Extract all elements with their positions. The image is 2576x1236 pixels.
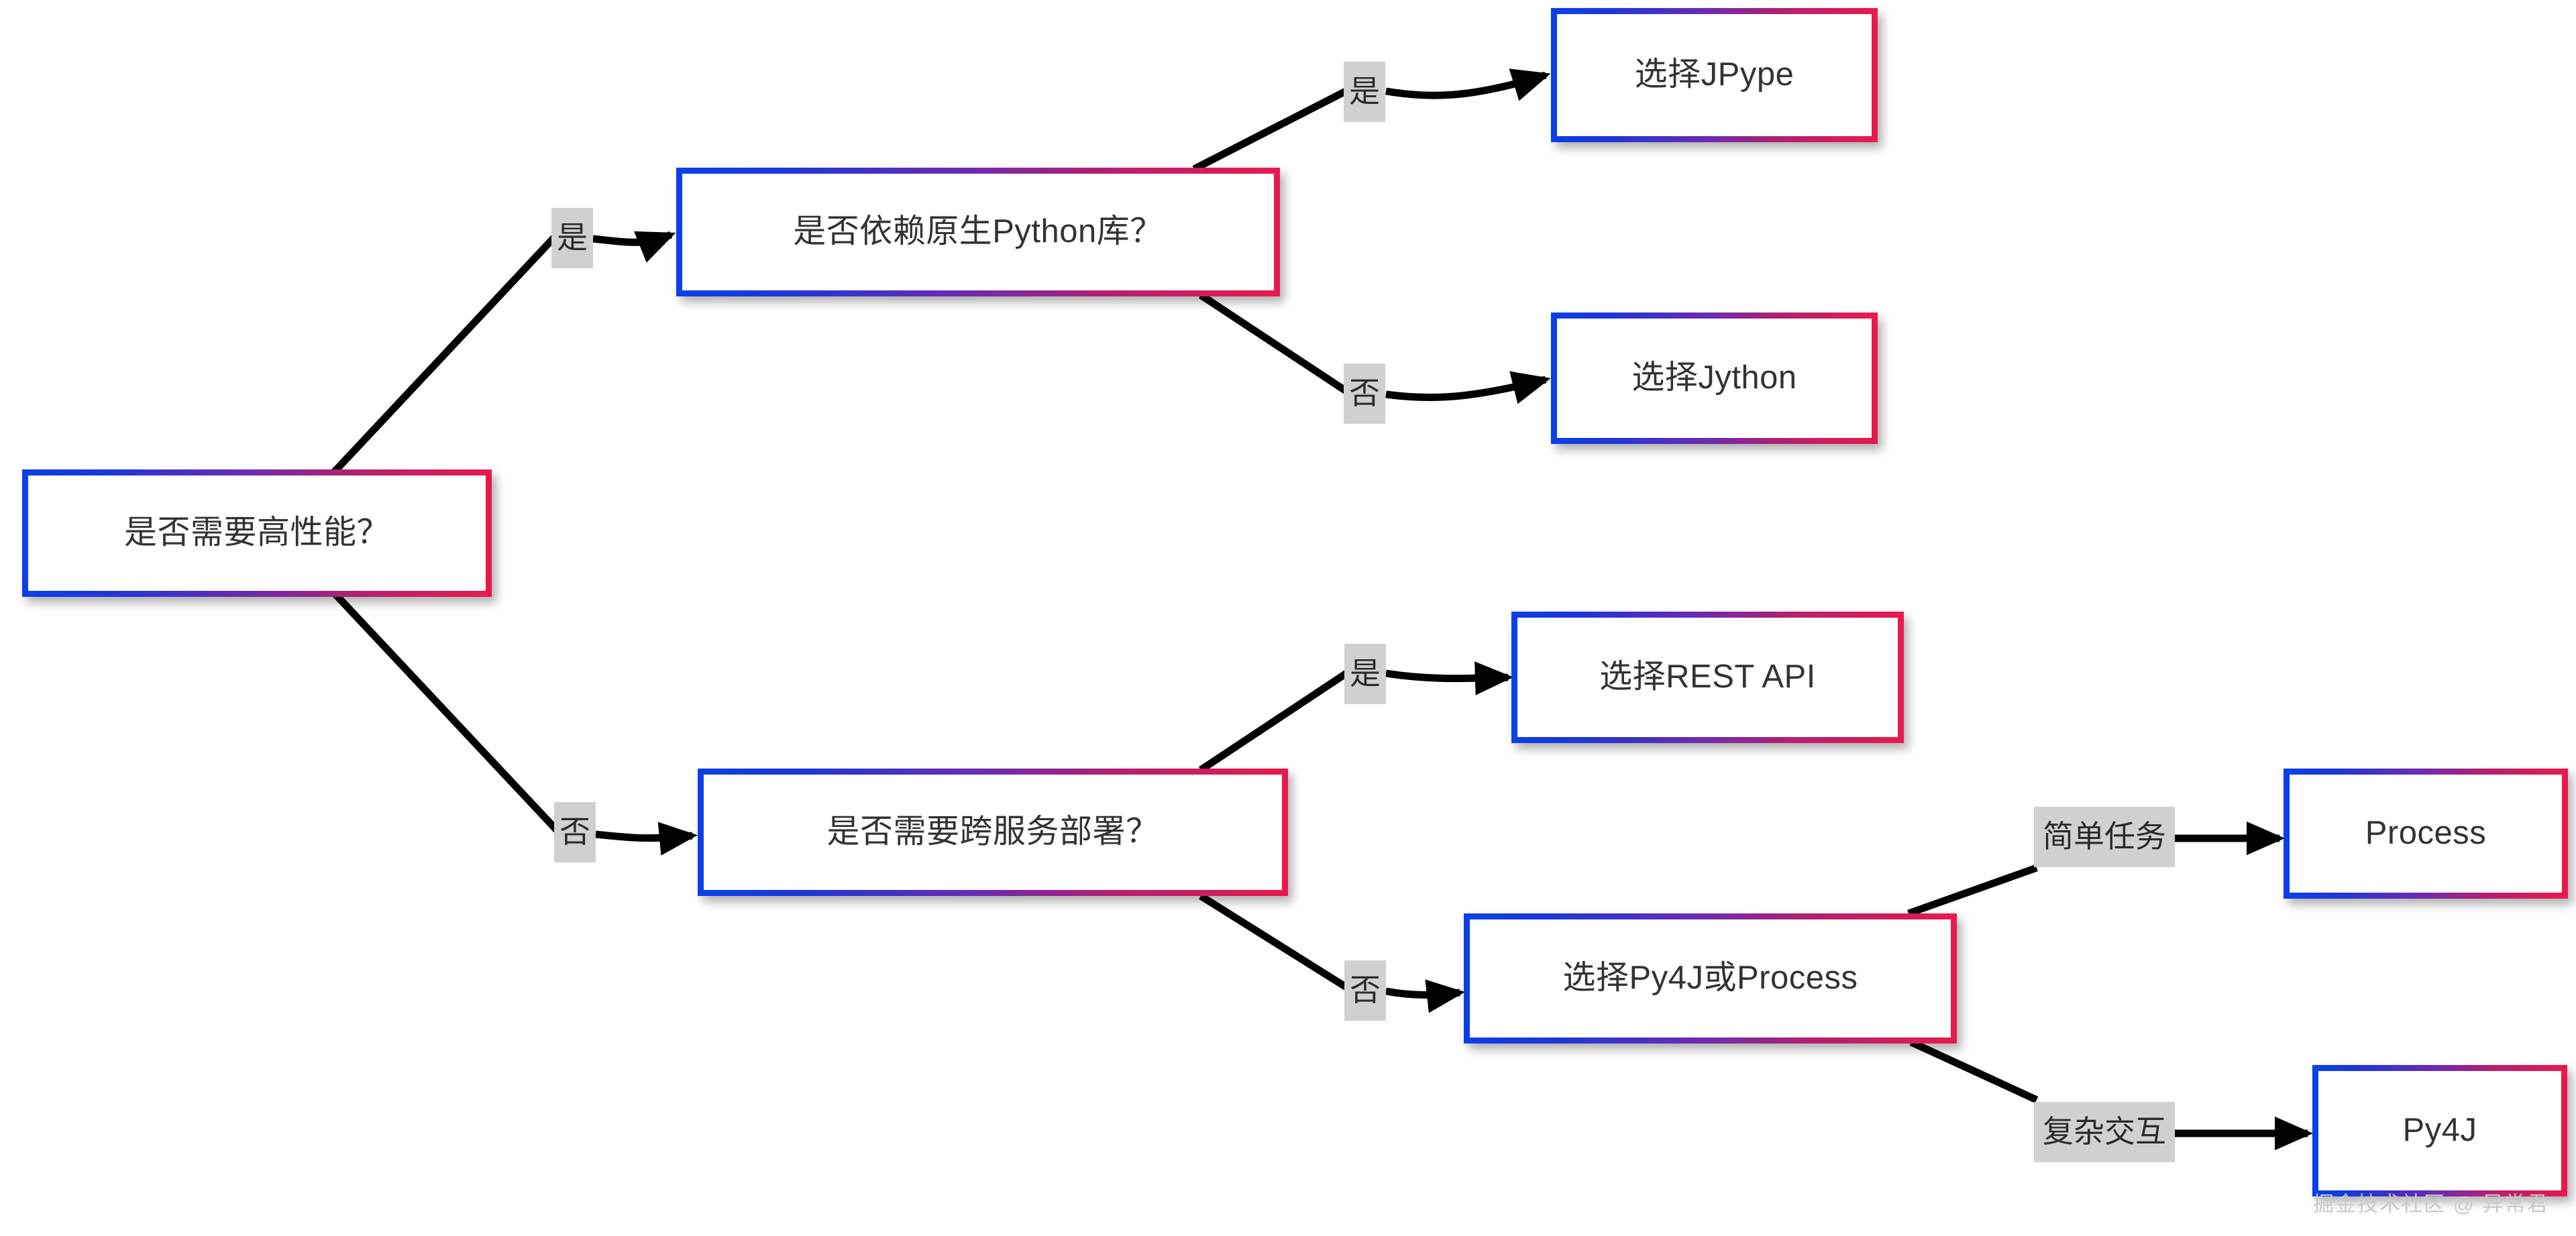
edge-crosssvc-rest (1198, 669, 1351, 773)
node-process-label: Process (2365, 815, 2487, 852)
node-py4j[interactable]: Py4J (2312, 1065, 2567, 1196)
edge-label-crosssvc-rest: 是 (1344, 644, 1386, 704)
node-native-python-lib[interactable]: 是否依赖原生Python库？ (676, 168, 1280, 296)
edge-root-native-arrow (592, 231, 676, 263)
edge-root-crosssvc-arrow (595, 822, 698, 856)
edge-label-root-native: 是 (551, 208, 593, 268)
node-py4j-or-process[interactable]: 选择Py4J或Process (1464, 913, 1957, 1044)
edge-root-native (329, 233, 559, 476)
node-root[interactable]: 是否需要高性能？ (22, 469, 492, 597)
node-root-label: 是否需要高性能？ (123, 514, 390, 551)
node-rest-api[interactable]: 选择REST API (1511, 612, 1904, 743)
edge-root-crosssvc (331, 590, 561, 834)
edge-crosssvc-py4jproc (1199, 893, 1350, 992)
node-jpype-label: 选择JPype (1634, 56, 1794, 93)
edge-label-root-crosssvc: 否 (554, 802, 596, 862)
node-jython-label: 选择Jython (1631, 359, 1797, 396)
node-jpype[interactable]: 选择JPype (1551, 8, 1878, 142)
watermark-text: 掘金技术社区 @ 异常君 (2313, 1192, 2549, 1216)
node-jython[interactable]: 选择Jython (1551, 313, 1878, 444)
edge-label-native-jython: 否 (1344, 363, 1385, 424)
edge-label-crosssvc-py4jproc: 否 (1344, 960, 1386, 1021)
edge-native-jpype-arrow (1385, 68, 1551, 101)
edge-label-py4jproc-process: 简单任务 (2034, 807, 2175, 867)
node-native-python-lib-label: 是否依赖原生Python库？ (793, 213, 1163, 250)
edge-py4jproc-process (1907, 864, 2038, 917)
edge-native-jython-arrow (1385, 371, 1551, 404)
edge-native-jpype (1192, 87, 1350, 172)
node-process[interactable]: Process (2284, 769, 2568, 899)
edge-crosssvc-py4jproc-arrow (1385, 979, 1465, 1013)
edge-label-py4jproc-py4j: 复杂交互 (2034, 1102, 2175, 1162)
node-cross-service-deploy[interactable]: 是否需要跨服务部署？ (698, 769, 1288, 896)
edge-py4jproc-py4j (1909, 1039, 2039, 1103)
node-rest-api-label: 选择REST API (1599, 659, 1816, 695)
edge-native-jython (1198, 292, 1350, 395)
node-py4j-or-process-label: 选择Py4J或Process (1562, 960, 1858, 997)
node-cross-service-deploy-label: 是否需要跨服务部署？ (826, 813, 1159, 850)
edge-label-native-jpype: 是 (1344, 62, 1385, 122)
edge-crosssvc-rest-arrow (1385, 661, 1514, 695)
node-py4j-label: Py4J (2402, 1112, 2477, 1149)
